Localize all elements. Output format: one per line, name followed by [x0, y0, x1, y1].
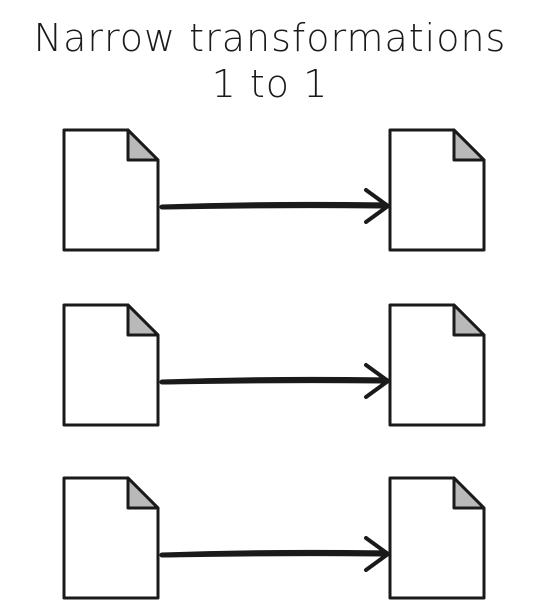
document-fold — [126, 476, 160, 510]
diagram-title: Narrow transformations — [33, 16, 507, 60]
target-document-icon — [388, 128, 486, 252]
arrow-shaft-texture — [162, 380, 388, 385]
target-document-icon — [388, 476, 486, 600]
arrow-right-icon — [364, 188, 390, 224]
arrow-shaft-texture — [162, 205, 388, 210]
source-document-icon — [62, 476, 160, 600]
arrow-right-icon — [364, 363, 390, 399]
transformation-arrow — [159, 188, 390, 224]
transformation-arrow — [159, 363, 390, 399]
document-fold — [452, 128, 486, 162]
diagram-subtitle: 1 to 1 — [211, 62, 329, 106]
source-document-icon — [62, 303, 160, 427]
target-document-icon — [388, 303, 486, 427]
rows-layer — [62, 128, 486, 600]
document-fold — [126, 128, 160, 162]
document-fold — [452, 476, 486, 510]
transformation-arrow — [159, 536, 390, 572]
source-document-icon — [62, 128, 160, 252]
document-fold — [126, 303, 160, 337]
arrow-shaft-texture — [162, 553, 388, 558]
arrow-right-icon — [364, 536, 390, 572]
document-fold — [452, 303, 486, 337]
